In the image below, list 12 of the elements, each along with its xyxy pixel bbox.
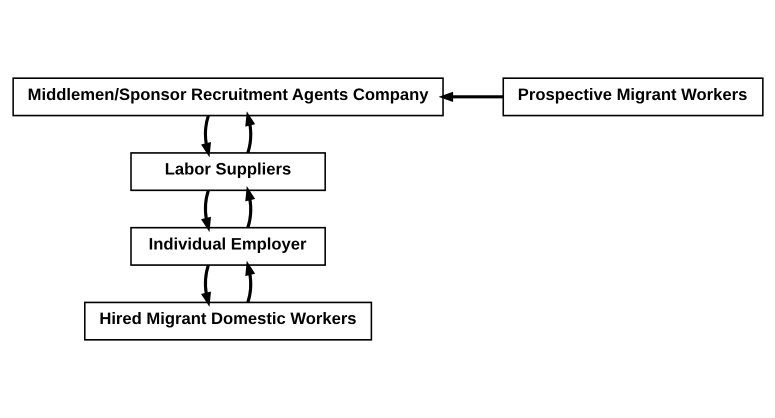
- node-box: Labor Suppliers: [130, 152, 326, 192]
- node-box: Prospective Migrant Workers: [502, 77, 764, 116]
- arrow: [200, 115, 210, 158]
- node-box: Individual Employer: [130, 226, 326, 266]
- node-box: Hired Migrant Domestic Workers: [84, 302, 372, 341]
- arrow: [244, 260, 255, 303]
- node-box: Middlemen/Sponsor Recruitment Agents Company: [12, 77, 444, 116]
- arrow: [244, 186, 255, 228]
- arrow: [438, 92, 502, 102]
- arrow: [200, 264, 210, 307]
- arrow: [244, 111, 255, 154]
- arrow: [200, 190, 210, 232]
